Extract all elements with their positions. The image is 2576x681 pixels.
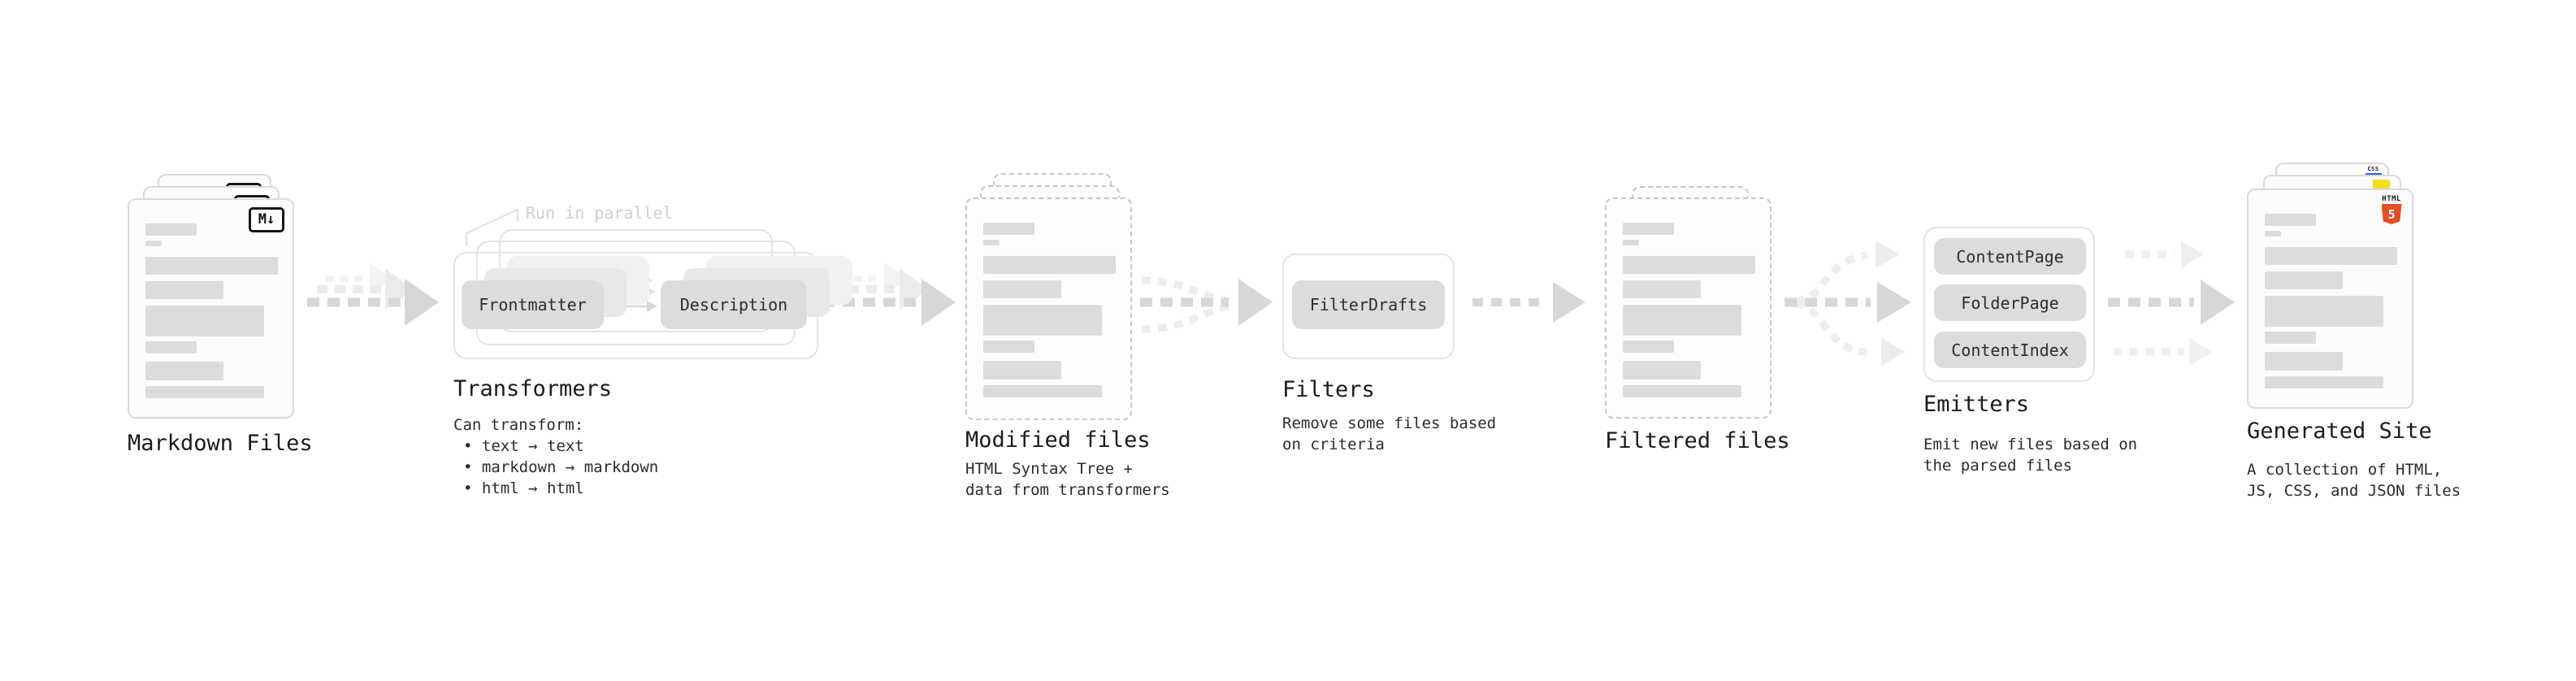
run-in-parallel-note: Run in parallel — [526, 203, 673, 223]
file-skeleton — [2265, 214, 2397, 388]
css-icon-label: CSS — [2367, 166, 2379, 172]
arrows-emitters-to-generated — [2108, 241, 2235, 366]
arrow-markdown-to-transformers — [307, 263, 439, 326]
generated-site-desc-line: A collection of HTML, — [2247, 461, 2443, 479]
transformers-desc-heading: Can transform: — [453, 416, 584, 434]
file-skeleton — [983, 223, 1116, 397]
filters-description: Remove some files based on criteria — [1282, 413, 1496, 455]
markdown-files-title: Markdown Files — [128, 431, 313, 456]
arrow-filtered-to-emitters — [1785, 241, 1911, 366]
pill-contentindex: ContentIndex — [1934, 332, 2086, 368]
transformers-bullet: • html → html — [463, 479, 584, 497]
arrow-modified-to-filters — [1140, 276, 1273, 333]
filters-box — [1282, 254, 1455, 359]
transformers-bullet: • markdown → markdown — [463, 458, 659, 476]
modified-files-description: HTML Syntax Tree + data from transformer… — [965, 458, 1170, 501]
generated-site-description: A collection of HTML, JS, CSS, and JSON … — [2247, 459, 2461, 501]
pill-frontmatter: Frontmatter — [462, 280, 604, 329]
generated-site-desc-line: JS, CSS, and JSON files — [2247, 482, 2461, 500]
pill-description: Description — [661, 280, 807, 329]
filters-desc-line: on criteria — [1282, 436, 1385, 453]
emitters-description: Emit new files based on the parsed files — [1923, 434, 2137, 476]
filters-title: Filters — [1282, 377, 1375, 402]
pill-folderpage: FolderPage — [1934, 284, 2086, 321]
markdown-icon: M↓ — [249, 207, 284, 232]
file-skeleton — [145, 223, 278, 398]
generated-file-card-front: HTML 5 — [2247, 189, 2413, 409]
transformers-title: Transformers — [453, 376, 613, 401]
modified-files-desc-line: HTML Syntax Tree + — [965, 460, 1133, 478]
run-in-parallel-leader-line — [466, 208, 518, 246]
filters-desc-line: Remove some files based — [1282, 414, 1497, 432]
html5-icon-shield: 5 — [2381, 204, 2402, 224]
emitters-desc-line: Emit new files based on — [1923, 436, 2138, 453]
generated-site-title: Generated Site — [2247, 419, 2432, 444]
arrow-filters-to-filtered — [1472, 282, 1585, 323]
emitters-desc-line: the parsed files — [1923, 457, 2073, 475]
html5-icon: HTML 5 — [2381, 195, 2402, 224]
transformers-bullet: • text → text — [463, 437, 584, 455]
pill-contentpage: ContentPage — [1934, 238, 2086, 275]
html5-icon-number: 5 — [2387, 206, 2396, 222]
html5-icon-label: HTML — [2382, 195, 2401, 203]
markdown-file-card-front: M↓ — [128, 198, 294, 419]
file-skeleton — [1623, 223, 1755, 397]
filtered-file-card-front — [1605, 197, 1772, 419]
transformers-description: Can transform: • text → text • markdown … — [453, 414, 658, 499]
js-icon — [2373, 180, 2390, 190]
modified-file-card-front — [965, 197, 1132, 420]
emitters-title: Emitters — [1923, 392, 2030, 417]
filtered-files-title: Filtered files — [1605, 428, 1790, 453]
modified-files-title: Modified files — [965, 427, 1151, 453]
modified-files-desc-line: data from transformers — [965, 481, 1170, 499]
pill-filterdrafts: FilterDrafts — [1292, 280, 1445, 329]
